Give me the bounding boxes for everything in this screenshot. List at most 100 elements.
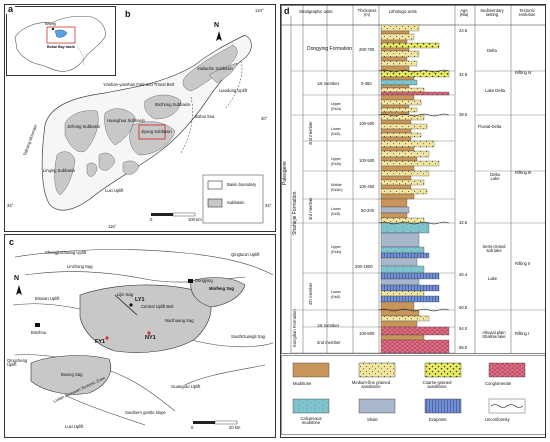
chengjiazhuang-label: Chengjiazhuang Uplift [45, 250, 86, 255]
lat-34-right: 34° [265, 203, 272, 208]
liaodong-label: Liaodong Uplift [219, 88, 247, 93]
litho-band [380, 146, 415, 152]
niuzhuang-label: Niuzhuang Sag [165, 318, 194, 323]
qingcheng-label: Qingcheng Uplift [7, 358, 28, 368]
litho-band [380, 79, 418, 86]
dongying-city-marker [188, 279, 193, 283]
setting-semi-closed: Semi-closed salt lake [482, 244, 506, 254]
litho-band [380, 84, 410, 89]
legend-boundary-text: Basin boundary [227, 182, 257, 187]
litho-band [380, 30, 410, 35]
legend-mudstone: Mudstone [293, 381, 312, 386]
well-fy1-marker [105, 336, 109, 340]
luxi-label: Luxi Uplift [105, 188, 124, 193]
setting-fluvial: Fluvial-Delta [478, 124, 502, 129]
sub-s3u-code: (Es3s) [331, 162, 342, 166]
xialiaohe-label: Xialiaohe Subbasin [197, 66, 233, 71]
litho-band [380, 91, 450, 96]
shale-swatch [358, 398, 396, 414]
litho-band [380, 272, 440, 280]
panel-a-label: a [6, 4, 16, 14]
central-sag-area [79, 284, 212, 353]
tect-rifting-3: Rifting Ⅲ [515, 170, 531, 175]
litho-band [380, 87, 425, 93]
thick-s3u: 100-500 [359, 158, 375, 163]
age-45-4: 45.4 [459, 272, 468, 277]
litho-band [380, 56, 408, 62]
sub-s4l: Lower [331, 290, 341, 294]
litho-band [380, 136, 412, 142]
legend-evaporite: Evaporite [429, 417, 447, 422]
unconformity-mark [378, 113, 450, 117]
kongdian-member-1: 1st member [317, 323, 340, 328]
huanghua-subbasin [104, 108, 136, 146]
lat-34-left: 34° [7, 203, 14, 208]
litho-band [380, 33, 415, 41]
jiyang-subbasin [129, 121, 176, 156]
litho-band [380, 156, 418, 162]
litho-band [380, 50, 420, 58]
central-uplift-label: Central Uplift Belt [141, 304, 174, 309]
panel-c-label: c [7, 237, 17, 247]
thick-m1: 0-450 [361, 81, 372, 86]
scale-bar-b [151, 212, 196, 217]
subbasin-map [41, 31, 264, 224]
evaporite-swatch [424, 398, 462, 414]
sub-s3u: Upper [331, 157, 341, 161]
scale-b-zero: 0 [150, 217, 153, 222]
tect-rifting-4: Rifting Ⅳ [515, 70, 532, 75]
bohai-region-highlight [54, 29, 68, 38]
minfeng-label: Minfeng Sag [209, 286, 234, 291]
litho-band [380, 212, 408, 219]
linzhong-label: Linzhong Sag [67, 264, 93, 269]
luxi-c-label: Luxi Uplift [65, 424, 84, 429]
formation-shahejie: Shahejie Formation [292, 191, 298, 235]
sub-s2l-code: (Es2l) [331, 132, 341, 136]
sub-s2u-code: (Es2s) [331, 107, 342, 111]
litho-band [380, 24, 420, 32]
boxing-label: Boxing Sag [61, 372, 83, 377]
well-fy1-label: FY1 [95, 339, 106, 345]
litho-band [380, 107, 418, 113]
binzhou-label: Binzhou [31, 330, 47, 335]
lithology-legend-svg [281, 355, 545, 435]
litho-band [380, 284, 440, 292]
legend-frame [281, 355, 545, 435]
thick-kongdian: 100-800 [359, 331, 375, 336]
jiyang-label: Jiyang Subbasin [141, 129, 172, 134]
southern-slope-label: Southern gentle slope [125, 410, 166, 415]
north-label-b: N [214, 22, 220, 29]
legend-coarse-sandstone: Coarse-grained sandstone [422, 380, 452, 390]
litho-band [380, 128, 412, 134]
thick-s3m: 100-450 [359, 184, 375, 189]
litho-band [380, 339, 450, 354]
unconformity-wave [490, 404, 524, 408]
age-54-0: 54.0 [459, 326, 468, 331]
member-3: 3rd member [308, 197, 313, 220]
scale-b-end: 100 km [188, 217, 202, 222]
study-area-outline [138, 124, 166, 140]
map-b-legend [202, 174, 264, 224]
yinshan-label: Yinshan-yanshan Fold and Thrust Belt [103, 82, 174, 87]
litho-band [380, 290, 425, 297]
litho-band [380, 295, 440, 303]
member-1: 1st member [317, 81, 340, 86]
legend-conglomerate: Conglomerate [485, 381, 512, 386]
setting-delta-lake: Delta Lake [490, 172, 500, 182]
jizhong-label: Jizhong Subbasin [67, 124, 101, 129]
well-ly1-label: LY1 [135, 297, 145, 303]
litho-band [380, 222, 430, 234]
litho-band [380, 246, 425, 254]
sub-s4l-code: (Es4l) [331, 295, 341, 299]
bozhong-label: Bozhong Subbasin [155, 102, 191, 107]
legend-calcareous-mudstone: Calcareous mudstone [300, 416, 322, 426]
header-thickness: Thickness (m) [357, 8, 377, 18]
panel-b-bohai-bay-basin-map: b N 124° 40° 116° 34° 34° Yinshan-yansha… [4, 4, 276, 232]
tect-rifting-1: Rifting Ⅰ [515, 331, 530, 336]
system-paleogene: Paleogene [282, 161, 288, 185]
setting-lake: Lake [488, 276, 498, 281]
litho-band [380, 252, 430, 259]
litho-band [380, 119, 412, 125]
member-4: 4th member [308, 282, 313, 305]
panel-c-dongying-depression-map: c N Chengjiazhuang Uplift Qingtuozi Upli… [4, 234, 276, 438]
